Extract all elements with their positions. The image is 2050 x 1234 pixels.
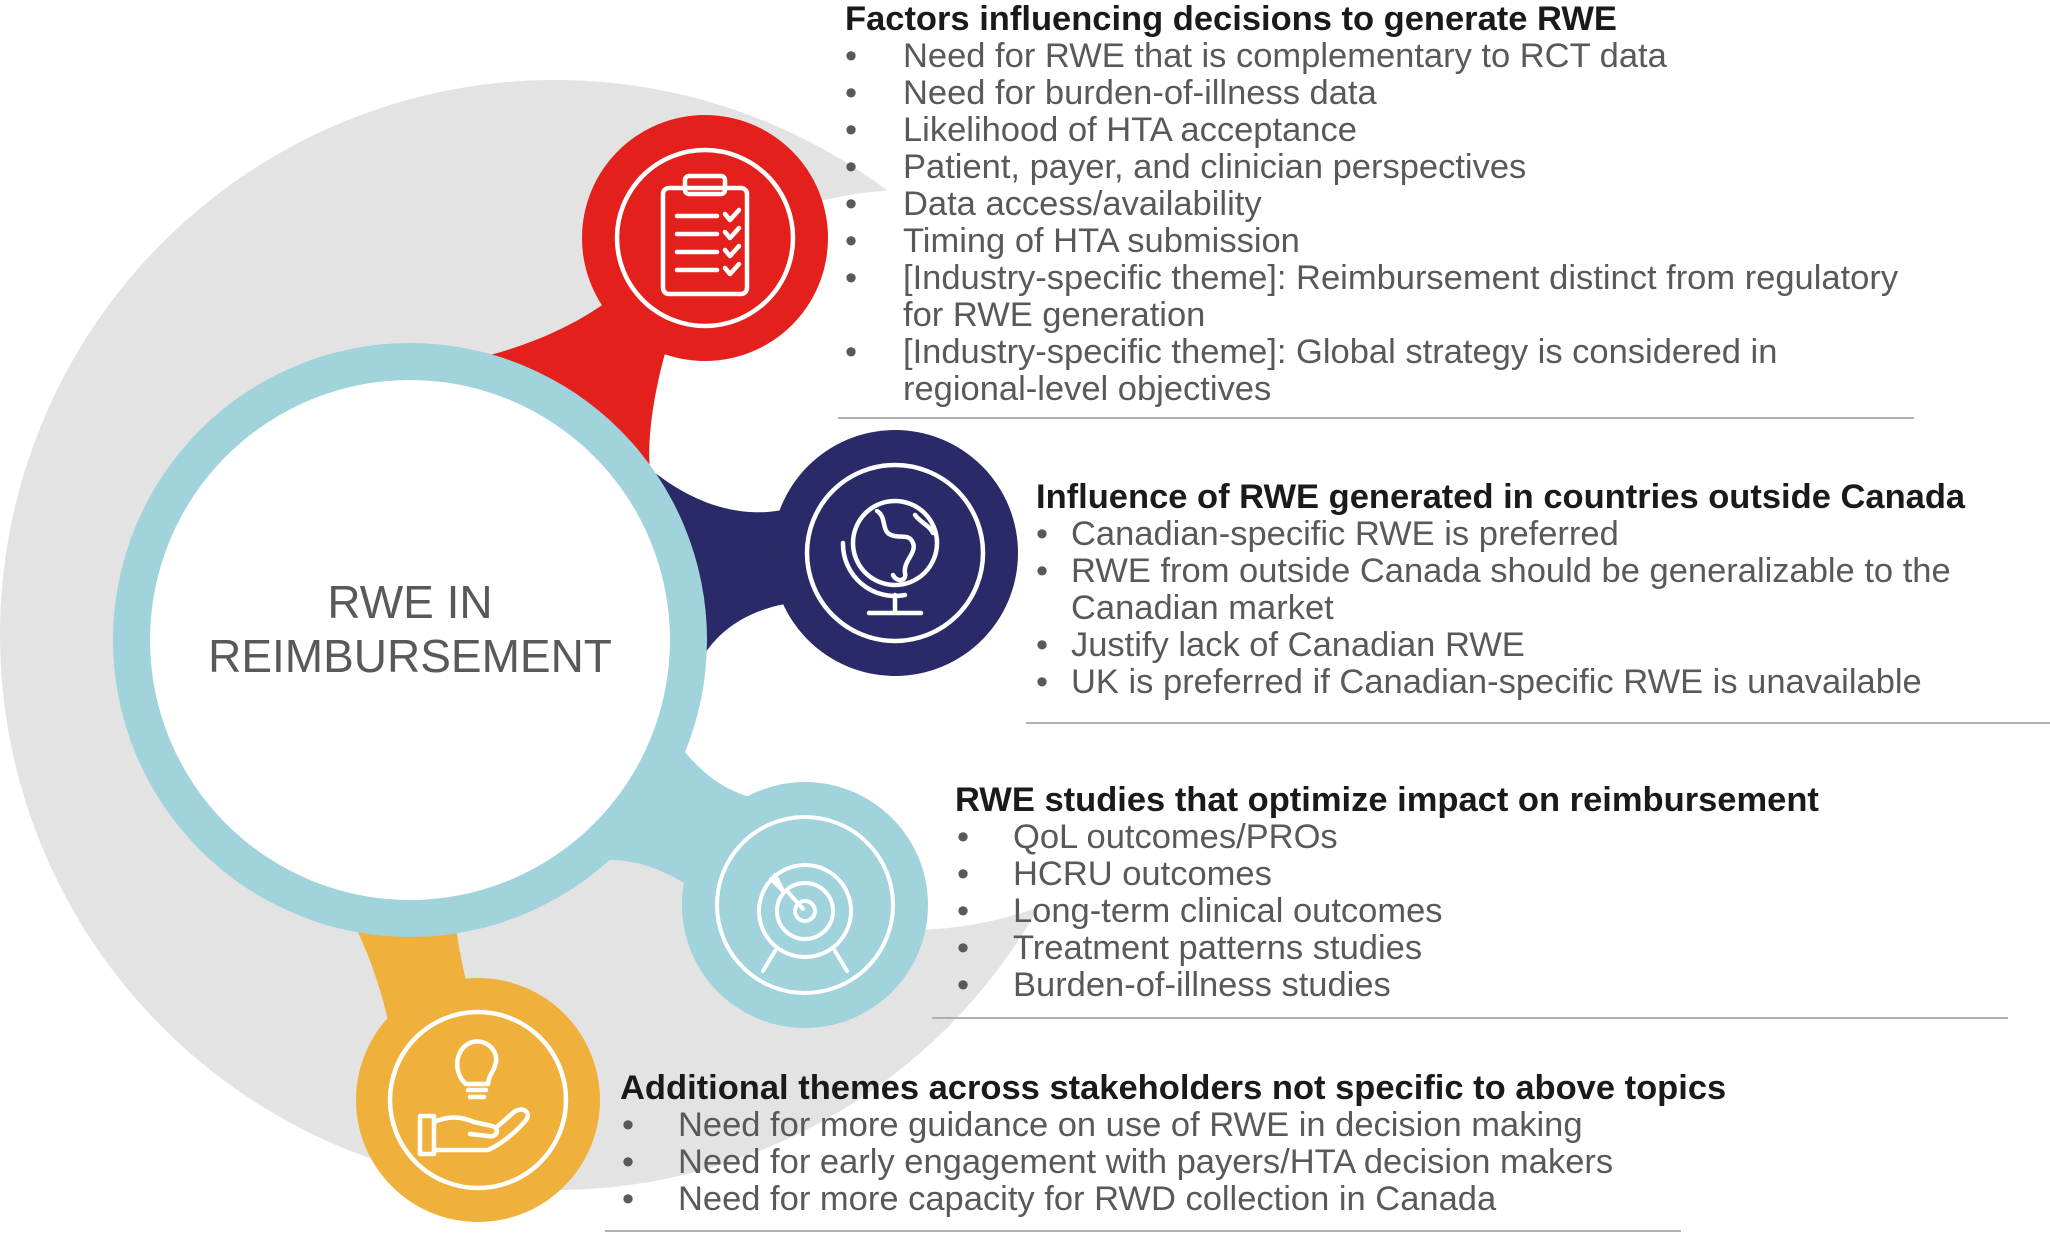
section-divider (932, 1017, 2008, 1019)
center-disc (150, 380, 670, 900)
section-divider (605, 1230, 1681, 1232)
list-item-text: Canadian-specific RWE is preferred (1071, 515, 1619, 553)
bullet: • (845, 148, 858, 186)
bullet: • (957, 818, 970, 856)
list-item-text: Justify lack of Canadian RWE (1071, 626, 1525, 664)
list-item: • [Industry-specific theme]: Global strat… (845, 334, 1903, 408)
section-title: Factors influencing decisions to generat… (845, 0, 1617, 38)
list-item-text: Need for RWE that is complementary to RC… (903, 37, 1667, 75)
center-label-line2: REIMBURSEMENT (208, 630, 612, 682)
list-item-text: Treatment patterns studies (1013, 929, 1423, 967)
list-item-text: [Industry-specific theme]: Global strate… (903, 333, 1778, 408)
bullet: • (845, 111, 858, 149)
bullet: • (957, 855, 970, 893)
bullet: • (1036, 515, 1049, 553)
bullet: • (957, 892, 970, 930)
list-item-text: Timing of HTA submission (903, 222, 1300, 260)
list-item: • RWE from outside Canada should be gener… (1036, 553, 2031, 627)
list-item: • Need for early engagement with payers/H… (620, 1144, 1778, 1181)
section-title: Influence of RWE generated in countries … (1036, 478, 1966, 516)
section-title: RWE studies that optimize impact on reim… (955, 781, 1819, 819)
section-title: Additional themes across stakeholders no… (620, 1069, 1727, 1107)
bullet: • (845, 74, 858, 112)
list-item: • QoL outcomes/PROs (955, 819, 1913, 856)
list-item-text: RWE from outside Canada should be genera… (1071, 552, 1951, 627)
bullet: • (622, 1180, 635, 1218)
list-item-text: [Industry-specific theme]: Reimbursement… (903, 259, 1899, 334)
list-item-text: Patient, payer, and clinician perspectiv… (903, 148, 1527, 186)
list-item-text: UK is preferred if Canadian-specific RWE… (1071, 663, 1922, 701)
list-item: • Canadian-specific RWE is preferred (1036, 516, 2031, 553)
orange-node (356, 978, 600, 1222)
section-studies: RWE studies that optimize impact on reim… (955, 781, 1913, 1004)
bullet: • (845, 259, 858, 297)
list-item: • Treatment patterns studies (955, 930, 1913, 967)
list-item: • Need for more capacity for RWD collecti… (620, 1181, 1778, 1218)
list-item-text: HCRU outcomes (1013, 855, 1272, 893)
list-item-text: Burden-of-illness studies (1013, 966, 1391, 1004)
bullet: • (845, 37, 858, 75)
bullet: • (957, 929, 970, 967)
bullet: • (622, 1143, 635, 1181)
list-item: • Patient, payer, and clinician perspecti… (845, 149, 1903, 186)
bullet: • (1036, 663, 1049, 701)
list-item: • Need for more guidance on use of RWE in… (620, 1107, 1778, 1144)
bullet: • (1036, 552, 1049, 590)
list-item: • Likelihood of HTA acceptance (845, 112, 1903, 149)
section-list: • Need for RWE that is complementary to R… (845, 38, 1903, 408)
section-list: • Canadian-specific RWE is preferred • RWE… (1036, 516, 2031, 701)
list-item: • Need for RWE that is complementary to R… (845, 38, 1903, 75)
center-label: RWE IN REIMBURSEMENT (150, 575, 670, 683)
section-list: • QoL outcomes/PROs • HCRU outcomes • Long-… (955, 819, 1913, 1004)
clipboard-checklist-icon (614, 147, 796, 329)
section-list: • Need for more guidance on use of RWE in… (620, 1107, 1778, 1218)
target-icon (715, 815, 895, 995)
list-item-text: Need for more capacity for RWD collectio… (678, 1180, 1497, 1218)
list-item: • UK is preferred if Canadian-specific RW… (1036, 664, 2031, 701)
list-item: • HCRU outcomes (955, 856, 1913, 893)
list-item-text: Data access/availability (903, 185, 1262, 223)
globe-icon (804, 462, 986, 644)
list-item-text: Need for more guidance on use of RWE in … (678, 1106, 1583, 1144)
list-item: • Burden-of-illness studies (955, 967, 1913, 1004)
section-divider (1026, 722, 2050, 724)
list-item: • Timing of HTA submission (845, 223, 1903, 260)
list-item-text: Likelihood of HTA acceptance (903, 111, 1357, 149)
hand-lightbulb-icon (387, 1009, 569, 1191)
list-item: • Need for burden-of-illness data (845, 75, 1903, 112)
list-item-text: Need for burden-of-illness data (903, 74, 1377, 112)
section-additional-themes: Additional themes across stakeholders no… (620, 1069, 1778, 1218)
bullet: • (845, 333, 858, 371)
section-outside-canada: Influence of RWE generated in countries … (1036, 478, 2031, 701)
bullet: • (622, 1106, 635, 1144)
bullet: • (957, 966, 970, 1004)
section-factors: Factors influencing decisions to generat… (845, 0, 1903, 408)
list-item: • Justify lack of Canadian RWE (1036, 627, 2031, 664)
list-item-text: Need for early engagement with payers/HT… (678, 1143, 1614, 1181)
list-item: • Data access/availability (845, 186, 1903, 223)
bullet: • (845, 222, 858, 260)
list-item-text: Long-term clinical outcomes (1013, 892, 1443, 930)
center-label-line1: RWE IN (327, 576, 493, 628)
list-item-text: QoL outcomes/PROs (1013, 818, 1338, 856)
list-item: • Long-term clinical outcomes (955, 893, 1913, 930)
bullet: • (1036, 626, 1049, 664)
bullet: • (845, 185, 858, 223)
list-item: • [Industry-specific theme]: Reimbursemen… (845, 260, 1903, 334)
section-divider (838, 417, 1914, 419)
